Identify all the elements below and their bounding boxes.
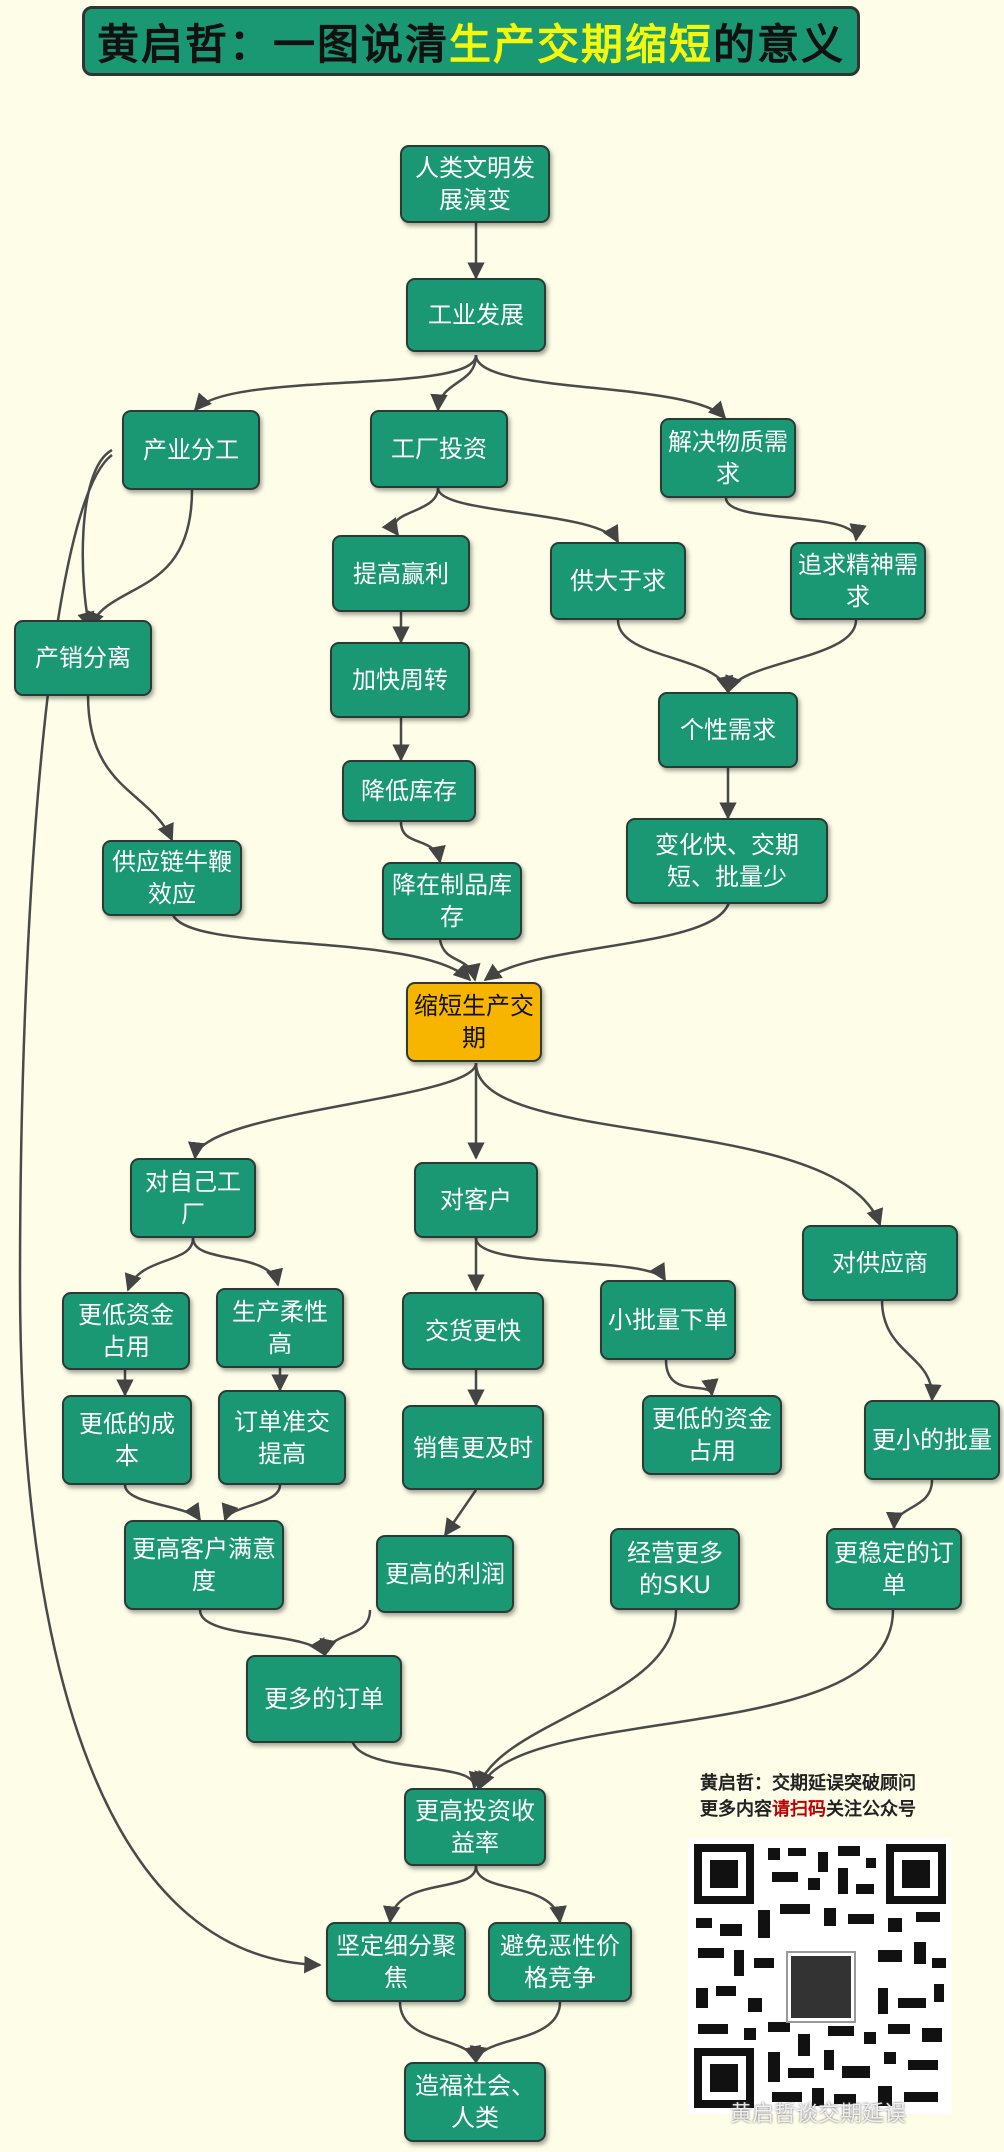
node-factory-invest: 工厂投资 [370, 410, 508, 488]
node-focus: 坚定细分聚焦 [326, 1922, 466, 2002]
node-order-accuracy: 订单准交提高 [218, 1390, 346, 1485]
node-bullwhip: 供应链牛鞭效应 [102, 840, 242, 916]
node-roi: 更高投资收益率 [404, 1788, 546, 1866]
node-self-factory: 对自己工厂 [130, 1158, 256, 1238]
node-faster-turnover: 加快周转 [330, 642, 470, 718]
node-raise-profit: 提高赢利 [332, 535, 470, 612]
node-personalized: 个性需求 [658, 692, 798, 768]
node-more-orders: 更多的订单 [246, 1655, 402, 1743]
node-small-batch: 小批量下单 [600, 1280, 736, 1360]
author-avatar [788, 1953, 854, 2021]
node-shorten-leadtime: 缩短生产交期 [406, 982, 542, 1062]
node-higher-profit: 更高的利润 [376, 1535, 514, 1613]
node-supplier: 对供应商 [802, 1225, 958, 1301]
node-more-sku: 经营更多的SKU [610, 1528, 740, 1610]
qr-code[interactable] [688, 1838, 952, 2114]
node-industry: 工业发展 [406, 278, 546, 352]
author-caption: 黄启哲：交期延误突破顾问 更多内容请扫码关注公众号 [700, 1771, 990, 1823]
title-suffix: 的意义 [713, 19, 846, 69]
node-timely-sales: 销售更及时 [402, 1405, 544, 1490]
author-caption-line1: 黄启哲：交期延误突破顾问 [700, 1773, 916, 1794]
node-material-needs: 解决物质需求 [660, 418, 796, 498]
author-caption-line2: 更多内容请扫码关注公众号 [700, 1799, 916, 1820]
node-smaller-batch: 更小的批量 [864, 1400, 1000, 1480]
node-lower-wip: 降在制品库存 [382, 862, 522, 940]
node-separation: 产销分离 [14, 620, 152, 696]
page-title: 黄启哲：一图说清生产交期缩短的意义 [82, 6, 860, 76]
qr-pattern [694, 1844, 946, 2108]
node-low-capital-self: 更低资金占用 [62, 1292, 190, 1370]
node-lower-inventory: 降低库存 [342, 760, 476, 822]
node-stable-orders: 更稳定的订单 [826, 1528, 962, 1610]
title-prefix: 黄启哲：一图说清 [96, 19, 449, 69]
title-highlight: 生产交期缩短 [448, 19, 713, 69]
node-customer: 对客户 [414, 1162, 538, 1238]
watermark-text: 黄启哲谈交期延误 [730, 2102, 907, 2127]
node-avoid-price-war: 避免恶性价格竞争 [488, 1922, 632, 2002]
node-supply-exceeds: 供大于求 [550, 542, 686, 620]
node-satisfaction: 更高客户满意度 [124, 1520, 284, 1610]
node-civilization: 人类文明发展演变 [400, 145, 550, 223]
node-benefit-society: 造福社会、人类 [404, 2062, 546, 2142]
node-faster-delivery: 交货更快 [402, 1292, 544, 1370]
node-flexible: 生产柔性高 [216, 1288, 344, 1368]
node-lower-cost: 更低的成本 [62, 1395, 192, 1485]
node-spiritual-needs: 追求精神需求 [790, 542, 926, 620]
node-change-fast: 变化快、交期短、批量少 [626, 818, 828, 904]
node-division: 产业分工 [122, 410, 260, 490]
node-low-capital-customer: 更低的资金占用 [642, 1395, 782, 1475]
